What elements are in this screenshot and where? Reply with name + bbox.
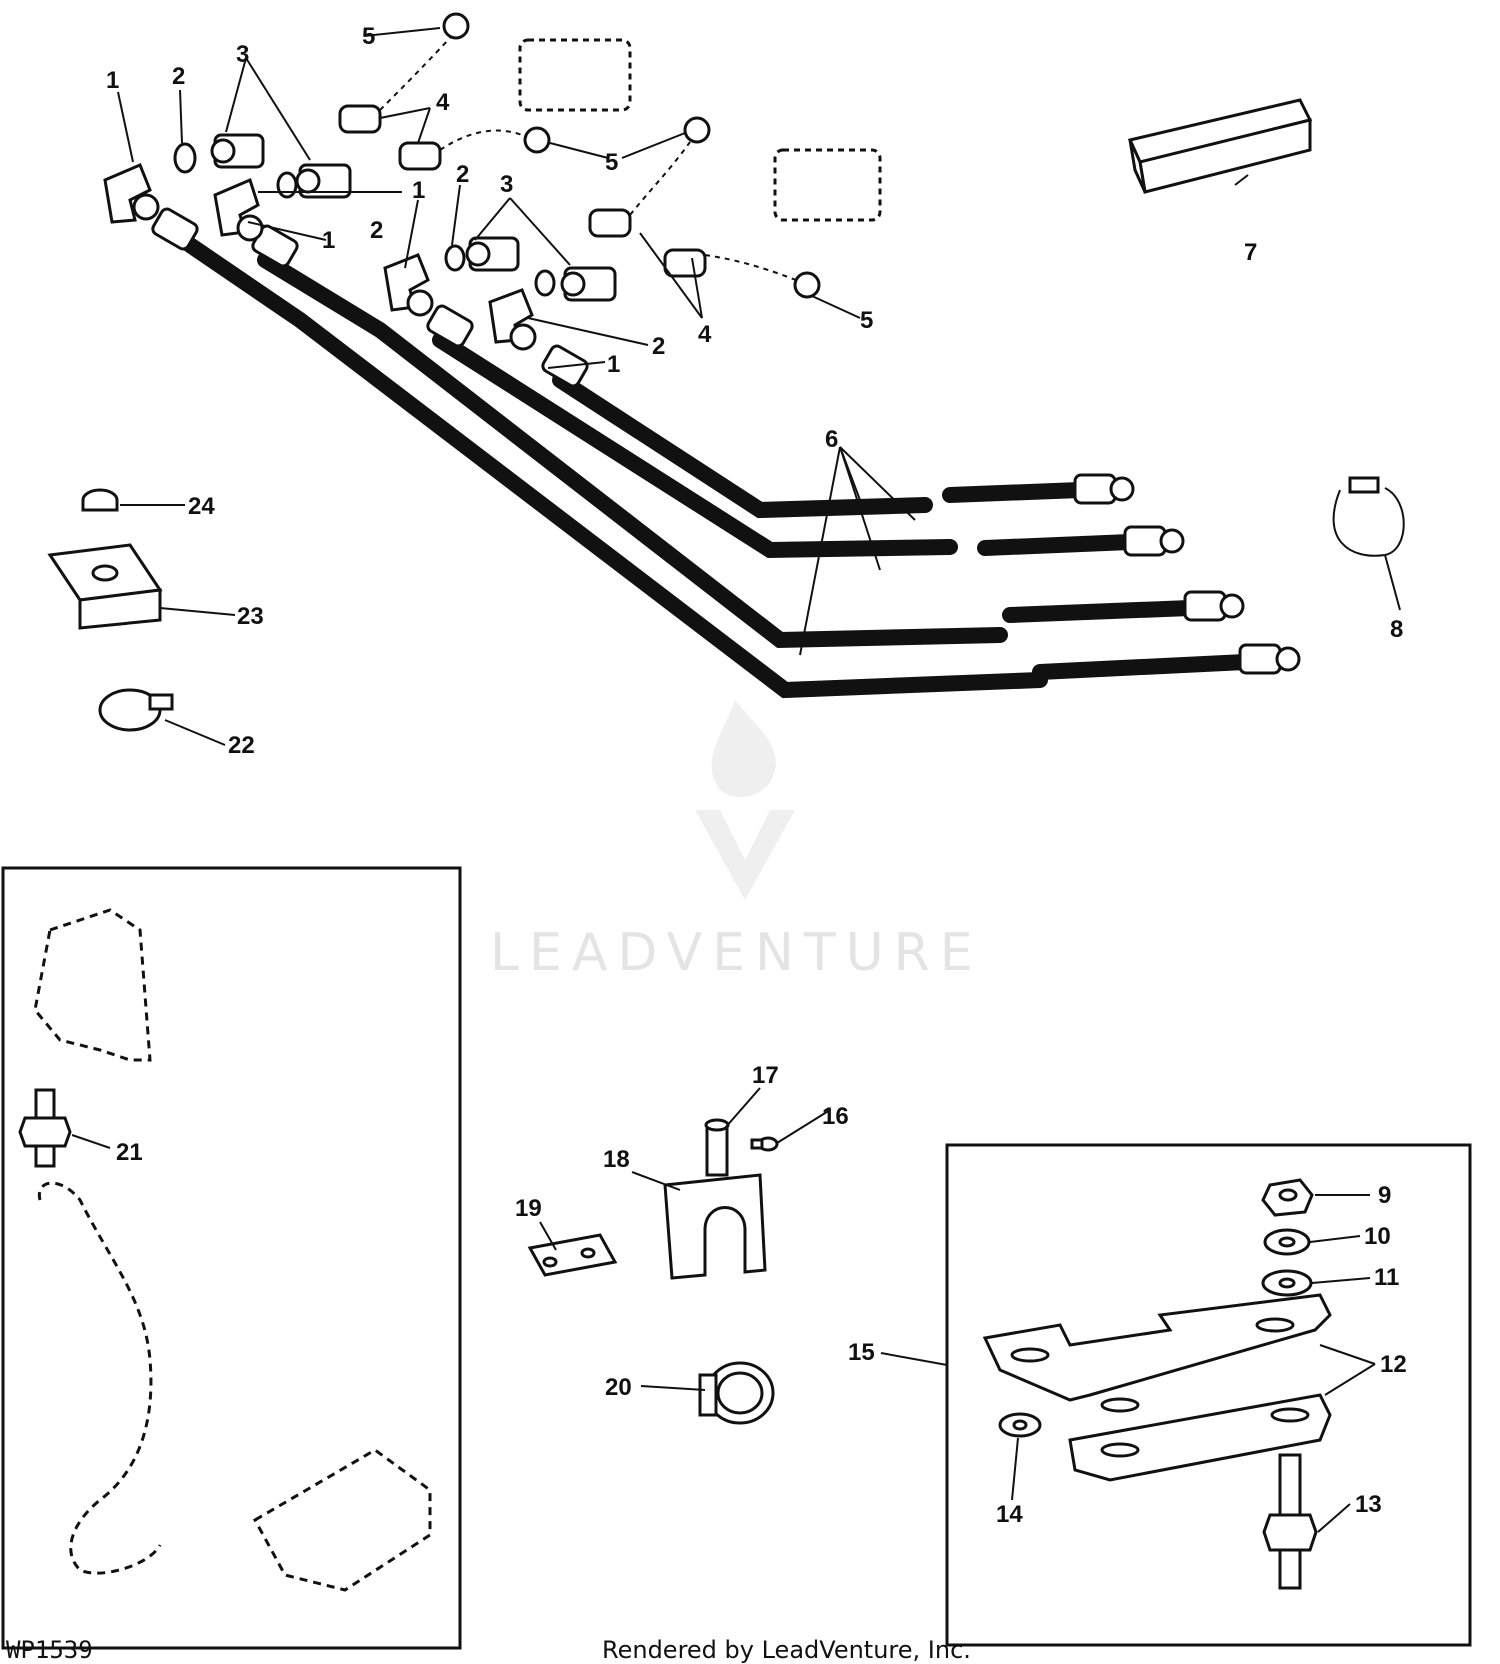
callout-4b: 4 xyxy=(698,321,712,348)
hose-clamp xyxy=(98,688,174,732)
callout-20: 20 xyxy=(605,1374,632,1401)
callout-7: 7 xyxy=(1244,239,1257,266)
callout-2c: 2 xyxy=(456,161,469,188)
callout-1b: 1 xyxy=(322,227,335,254)
callout-10: 10 xyxy=(1364,1223,1391,1250)
callout-3a: 3 xyxy=(236,41,249,68)
channel-bracket xyxy=(1127,98,1313,194)
adapter-fittings xyxy=(210,133,617,302)
dust-caps xyxy=(379,12,821,299)
callout-24: 24 xyxy=(188,493,215,520)
callout-5c: 5 xyxy=(860,307,873,334)
callout-19: 19 xyxy=(515,1195,542,1222)
leadventure-watermark-logo xyxy=(695,700,795,900)
callout-22: 22 xyxy=(228,732,255,759)
callout-23: 23 xyxy=(237,603,264,630)
quick-couplers xyxy=(338,104,707,278)
inset-panel-right xyxy=(945,1143,1472,1647)
stud-bolt xyxy=(18,1088,72,1168)
clamp-block xyxy=(47,543,163,630)
callout-2b: 2 xyxy=(370,217,383,244)
watermark-text: LEADVENTURE xyxy=(490,923,983,983)
callout-4a: 4 xyxy=(436,89,450,116)
credit-text: Rendered by LeadVenture, Inc. xyxy=(602,1636,971,1664)
callout-9: 9 xyxy=(1378,1182,1391,1209)
callout-6: 6 xyxy=(825,426,838,453)
elbow-fittings xyxy=(103,163,537,351)
callout-1d: 1 xyxy=(607,351,620,378)
callout-13: 13 xyxy=(1355,1491,1382,1518)
callout-3b: 3 xyxy=(500,171,513,198)
callout-8: 8 xyxy=(1390,616,1403,643)
callout-18: 18 xyxy=(603,1146,630,1173)
hydraulic-hoses xyxy=(151,207,1301,699)
figure-id: WP1539 xyxy=(6,1636,93,1664)
flat-washer-small xyxy=(998,1412,1042,1438)
slotted-plate xyxy=(527,1233,618,1277)
valve-blocks xyxy=(518,38,882,222)
callout-16: 16 xyxy=(822,1103,849,1130)
callout-5b: 5 xyxy=(605,149,618,176)
yoke-bracket xyxy=(663,1118,767,1280)
band-clamp xyxy=(698,1361,775,1425)
carriage-bolt xyxy=(1262,1453,1318,1590)
callout-5a: 5 xyxy=(362,23,375,50)
plug-cap xyxy=(81,488,119,512)
callout-15: 15 xyxy=(848,1339,875,1366)
flat-washer-large xyxy=(1261,1269,1313,1297)
callout-21: 21 xyxy=(116,1139,143,1166)
callout-2d: 2 xyxy=(652,333,665,360)
callout-2a: 2 xyxy=(172,63,185,90)
hose-strap xyxy=(1332,476,1405,557)
hex-nut xyxy=(1261,1178,1314,1217)
inset-panel-left xyxy=(1,866,462,1650)
inset-left-phantom-parts xyxy=(33,908,432,1592)
small-pin xyxy=(750,1136,779,1152)
lock-washer xyxy=(1263,1228,1311,1256)
callout-1a: 1 xyxy=(106,67,119,94)
callout-1c: 1 xyxy=(412,177,425,204)
mounting-plates xyxy=(982,1293,1332,1482)
callout-14: 14 xyxy=(996,1501,1023,1528)
callout-17: 17 xyxy=(752,1062,779,1089)
leader-lines xyxy=(71,27,1401,1533)
callout-11: 11 xyxy=(1374,1264,1399,1291)
callout-12: 12 xyxy=(1380,1351,1407,1378)
